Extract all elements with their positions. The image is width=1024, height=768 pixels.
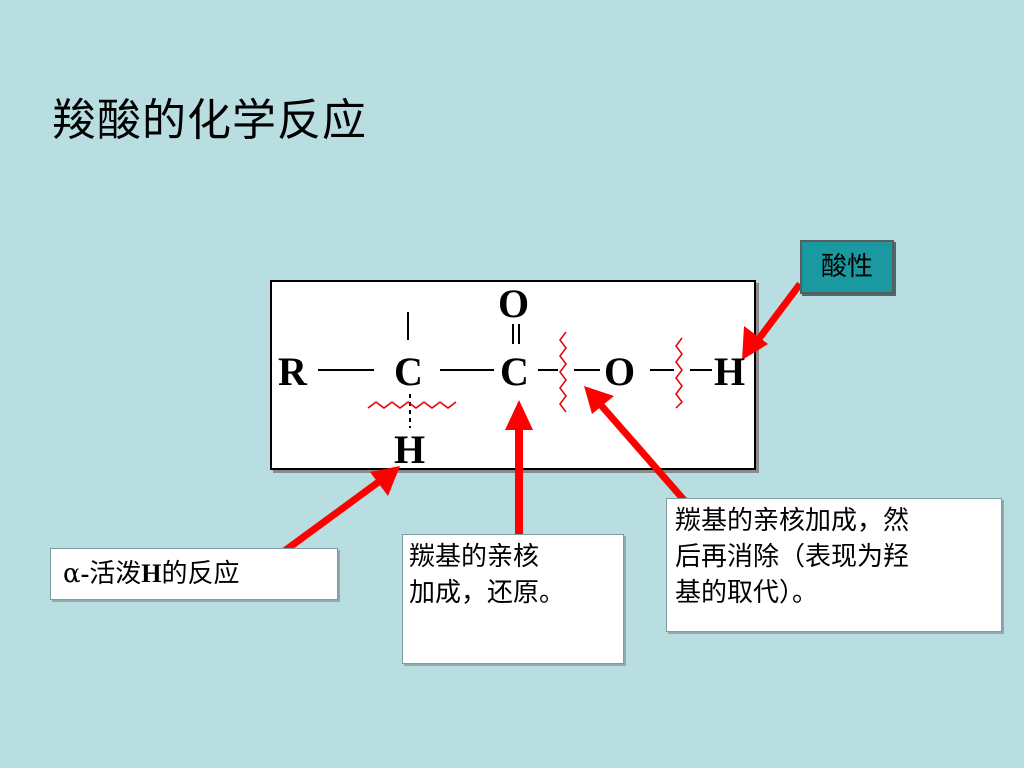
carbonyl-addition-label: 羰基的亲核 加成，还原。 [402, 534, 624, 664]
slide-title: 羧酸的化学反应 [52, 95, 367, 146]
arrow-substitution [584, 386, 687, 503]
atom-c-alpha: C [394, 349, 423, 394]
alpha-symbol: α [63, 559, 81, 589]
cleavage-wave-alpha [367, 401, 457, 409]
arrow-carbonyl [505, 400, 533, 534]
cleavage-wave-oh [675, 337, 683, 409]
alpha-dash: - [80, 559, 90, 588]
alpha-middle-text: 活泼 [89, 559, 142, 589]
substitution-label-line-2: 后再消除（表现为羟 [675, 542, 910, 572]
substitution-label-line-3: 基的取代）。 [675, 578, 819, 608]
acidity-tag: 酸性 [800, 240, 894, 294]
alpha-h-reaction-label: α-活泼H的反应 [50, 548, 338, 600]
atom-c-carbonyl: C [500, 349, 529, 394]
cleavage-wave-co [559, 331, 567, 413]
substitution-label-line-1: 羰基的亲核加成，然 [675, 506, 910, 536]
structural-formula-box [270, 280, 756, 470]
carbonyl-label-line-2: 加成，还原。 [409, 578, 566, 608]
substitution-label: 羰基的亲核加成，然 后再消除（表现为羟 基的取代）。 [666, 498, 1002, 632]
arrow-acidity [742, 281, 803, 360]
alpha-h-text: H [141, 559, 162, 588]
atom-h-alpha: H [394, 427, 426, 472]
carbonyl-label-line-1: 羰基的亲核 [409, 542, 540, 572]
alpha-suffix-text: 的反应 [161, 559, 240, 589]
atom-o-carbonyl: O [498, 281, 530, 326]
atom-h-hydroxyl: H [714, 349, 746, 394]
arrow-alpha-h [280, 466, 400, 555]
atom-r: R [278, 349, 307, 394]
atom-o-hydroxyl: O [604, 349, 636, 394]
